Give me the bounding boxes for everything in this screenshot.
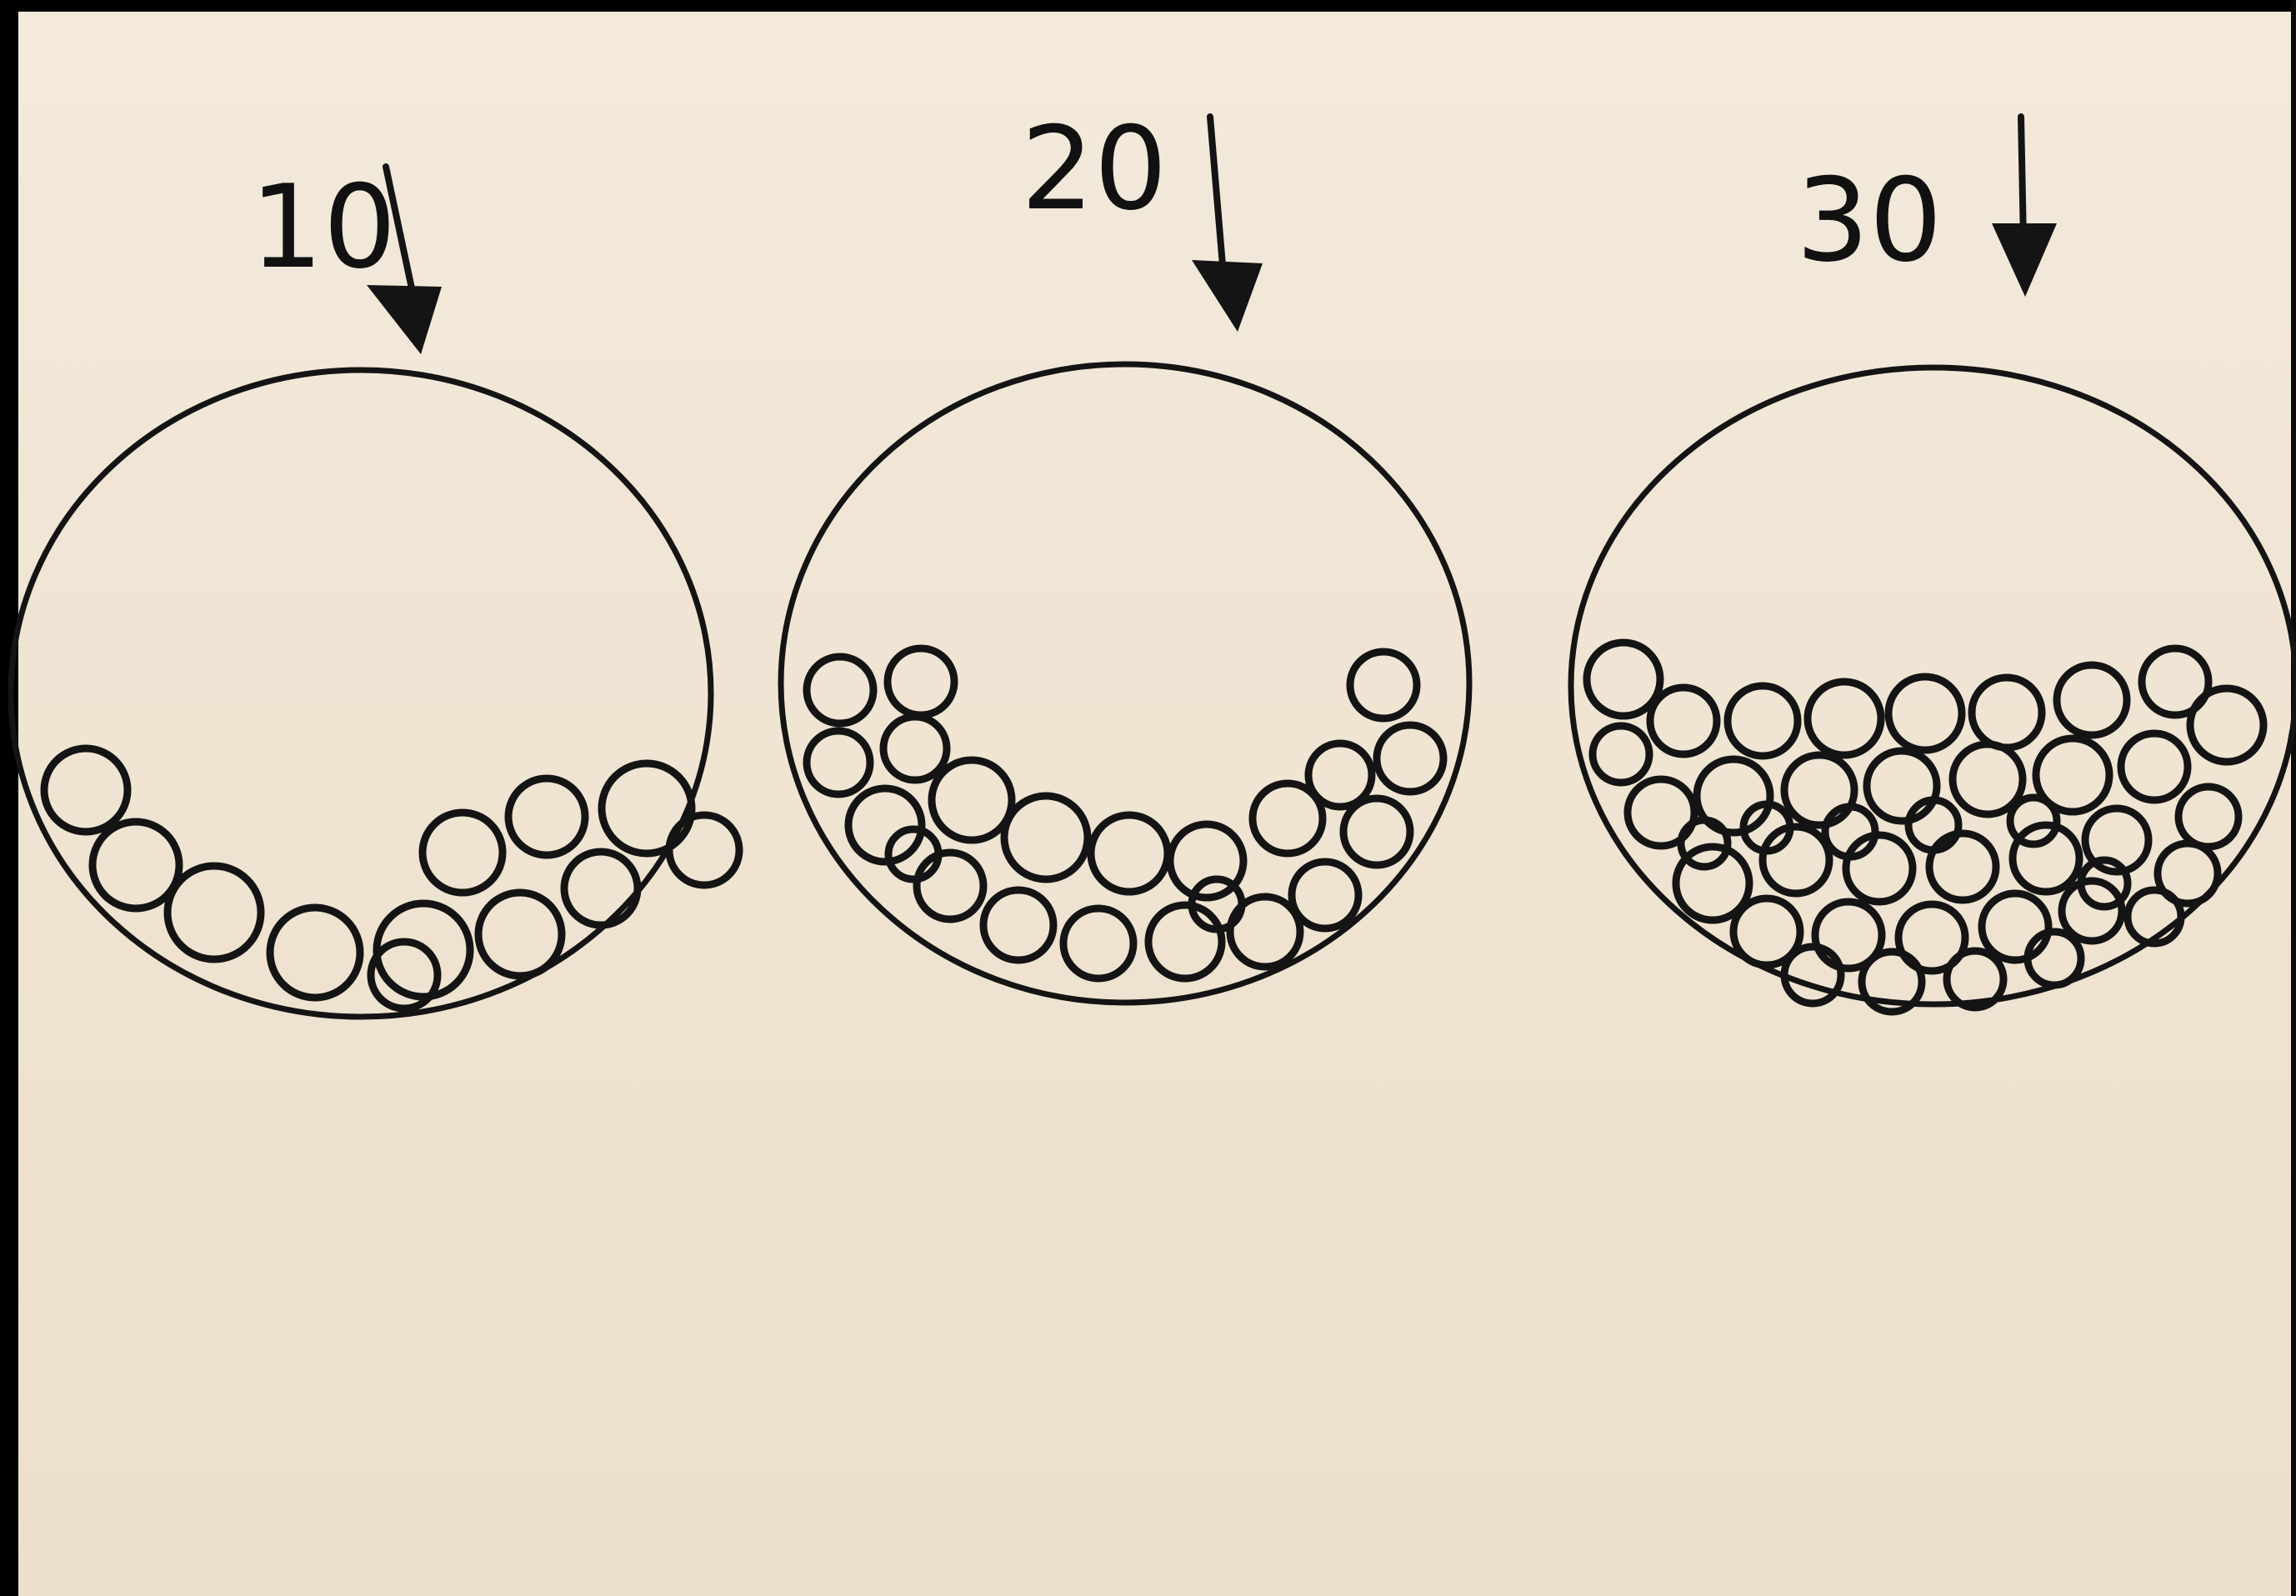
- ball: [1808, 682, 1881, 755]
- ball: [1867, 751, 1937, 821]
- container-3-label: 30: [1796, 153, 1943, 288]
- down-arrow-icon: [1992, 117, 2057, 297]
- ball: [1308, 743, 1372, 807]
- ball: [1784, 755, 1854, 825]
- ball: [1846, 835, 1913, 902]
- ball: [1784, 947, 1841, 1003]
- ball: [2178, 787, 2238, 847]
- ball: [1091, 815, 1168, 892]
- ball: [44, 748, 128, 832]
- ball: [917, 853, 983, 919]
- ball: [168, 866, 261, 959]
- ball: [1350, 652, 1417, 718]
- ball: [1681, 820, 1728, 867]
- ball: [1728, 686, 1798, 756]
- ball: [2010, 798, 2057, 844]
- ball: [2121, 733, 2188, 800]
- ball: [1929, 833, 1996, 900]
- container-1-outline: [11, 370, 711, 1017]
- ball: [564, 852, 638, 925]
- ball: [2057, 665, 2127, 735]
- ball: [602, 763, 692, 853]
- ball: [932, 760, 1012, 840]
- ball: [888, 648, 954, 715]
- ball: [478, 893, 562, 976]
- ball: [93, 822, 179, 908]
- ball: [669, 815, 739, 885]
- container-2: 20: [781, 102, 1469, 1003]
- ball: [1343, 798, 1410, 865]
- ball: [1292, 862, 1358, 928]
- container-3: 30: [1571, 117, 2296, 1012]
- ball: [2062, 881, 2122, 941]
- ball: [807, 731, 870, 794]
- ball: [1947, 951, 2003, 1008]
- container-2-label: 20: [1021, 102, 1168, 236]
- container-1: 10: [11, 160, 739, 1017]
- ball: [2028, 932, 2081, 985]
- ball: [983, 890, 1053, 960]
- ball: [1004, 796, 1088, 879]
- down-arrow-icon: [1192, 117, 1263, 332]
- ball: [2190, 688, 2263, 762]
- container-3-balls: [1587, 643, 2263, 1012]
- ball: [1587, 643, 1660, 716]
- ball: [423, 813, 503, 893]
- ball: [508, 778, 585, 855]
- ball: [1953, 744, 2023, 814]
- ball: [1593, 726, 1649, 783]
- ball: [1763, 827, 1829, 893]
- ball: [1888, 677, 1962, 750]
- ball: [1148, 905, 1222, 978]
- ball: [2013, 825, 2079, 892]
- container-1-label: 10: [250, 160, 397, 294]
- container-1-balls: [44, 748, 739, 1008]
- ball: [1972, 678, 2042, 748]
- ball: [883, 717, 947, 780]
- ball: [1063, 908, 1133, 978]
- ball: [270, 908, 360, 998]
- ball: [1377, 725, 1443, 792]
- ball: [807, 657, 873, 723]
- ball: [1982, 893, 2048, 960]
- ball: [1650, 688, 1717, 754]
